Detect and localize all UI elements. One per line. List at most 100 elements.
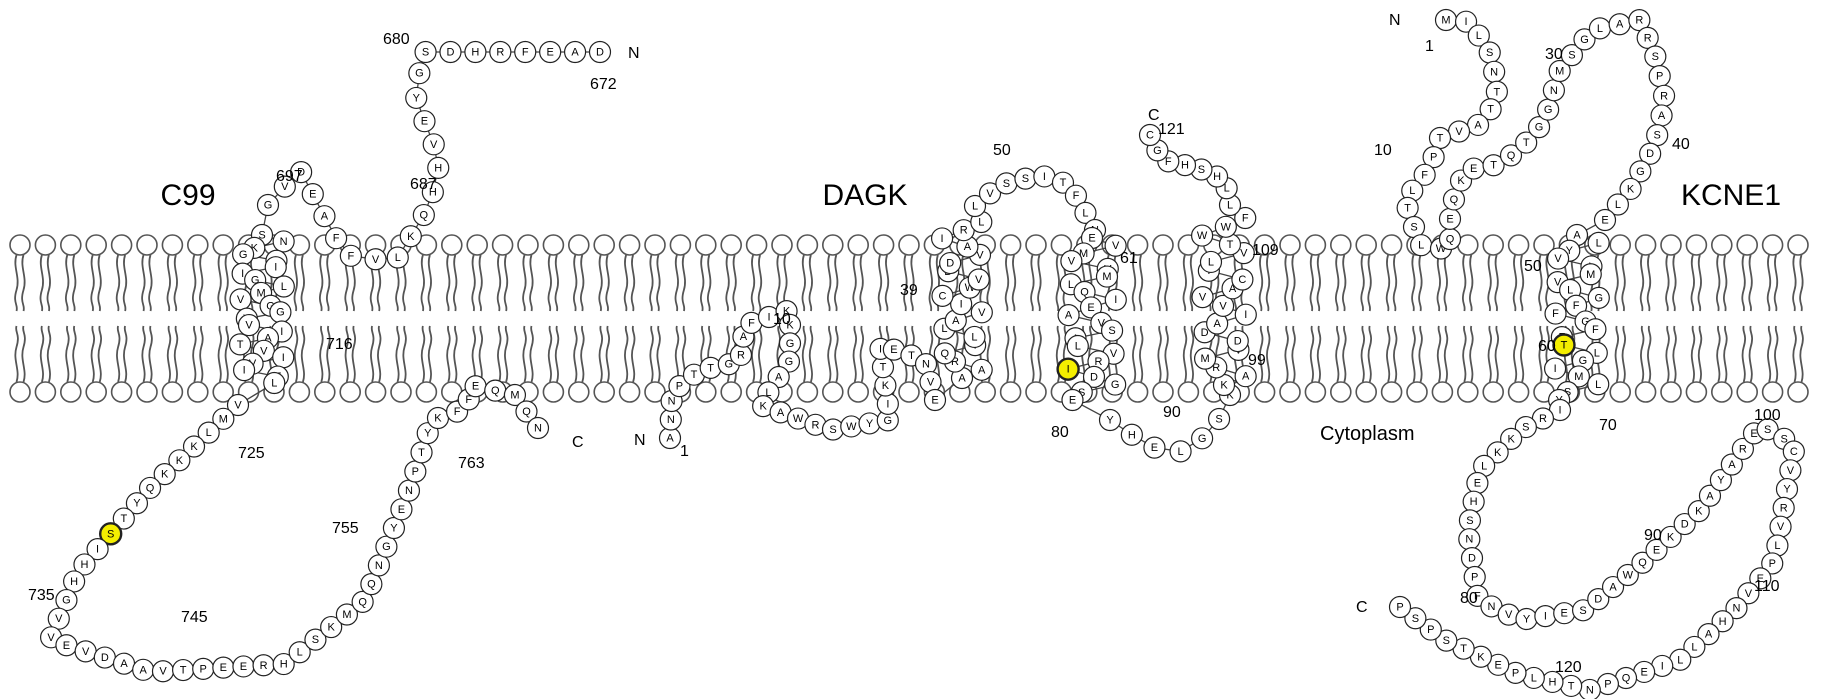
residue-letter: N	[405, 485, 413, 497]
lipid-tail-lower	[834, 325, 839, 383]
residue-letter: A	[952, 315, 960, 327]
residue-circle	[978, 182, 1002, 205]
residue-letter: I	[243, 365, 246, 377]
residue-letter: L	[1615, 199, 1621, 211]
residue-letter: I	[886, 398, 889, 410]
residue-letter: I	[1244, 309, 1247, 321]
residue-letter: H	[70, 576, 78, 588]
residue-letter: V	[1240, 248, 1248, 260]
lipid-tail-lower	[656, 325, 661, 383]
residue-letter: H	[1719, 616, 1727, 628]
lipid-tail-upper	[826, 254, 832, 312]
lipid-tail-lower	[1360, 325, 1366, 383]
lipid-tail-lower	[427, 325, 433, 383]
lipid-tail-lower	[522, 325, 527, 383]
residue-circle	[1435, 629, 1458, 652]
residue-letter: T	[1487, 104, 1494, 116]
residue-letter: V	[1777, 521, 1785, 533]
lipid-tail-upper	[852, 254, 857, 312]
residue-circle	[931, 284, 954, 307]
lipid-tail-upper	[148, 254, 153, 312]
lipid-tail-lower	[1393, 325, 1398, 383]
residue-letter: F	[347, 250, 354, 262]
lipid-head-upper	[1355, 234, 1377, 256]
residue-circle	[1631, 551, 1654, 574]
lipid-tail-lower	[1748, 325, 1754, 383]
lipid-tail-lower	[293, 325, 299, 383]
residue-circle	[588, 40, 612, 64]
lipid-tail-upper	[1334, 254, 1340, 312]
residue-circle	[514, 40, 537, 64]
c99-chain: DAEFRHDSGYEVHHQKLVFFAEDVGSNKGAIIGLMVGGVV…	[40, 40, 612, 683]
residue-letter: F	[1165, 156, 1172, 168]
lipid-head-lower	[1761, 381, 1784, 403]
lipid-tail-upper	[630, 254, 636, 312]
residue-circle	[1544, 302, 1567, 325]
lipid-tail-lower	[1741, 325, 1747, 383]
residue-letter: R	[1212, 362, 1220, 374]
residue-letter: A	[140, 664, 148, 676]
lipid-tail-upper	[39, 254, 44, 312]
lipid-tail-upper	[554, 254, 559, 312]
residue-circle	[63, 570, 86, 593]
residue-circle	[503, 383, 527, 407]
lipid-head-upper	[1711, 234, 1733, 256]
residue-circle	[1571, 599, 1595, 622]
terminal-label: N	[1389, 12, 1401, 29]
lipid-tail-lower	[1259, 325, 1264, 383]
residue-circle	[1587, 373, 1610, 396]
lipid-tail-upper	[674, 254, 679, 312]
residue-letter: G	[415, 68, 424, 80]
lipid-tail-upper	[1030, 254, 1035, 312]
residue-letter: H	[1470, 496, 1478, 508]
lipid-tail-upper	[300, 254, 305, 312]
lipid-tail-upper	[910, 254, 915, 312]
residue-letter: A	[120, 658, 128, 670]
residue-letter: I	[274, 262, 277, 274]
lipid-tail-upper	[1291, 254, 1296, 312]
residue-letter: P	[1396, 602, 1403, 614]
residue-circle	[182, 435, 206, 458]
residue-circle	[86, 538, 109, 561]
residue-letter: I	[1661, 660, 1664, 672]
residue-letter: E	[931, 395, 938, 407]
residue-letter: M	[256, 287, 265, 299]
residue-letter: T	[1568, 680, 1575, 692]
lipid-tail-lower	[1335, 325, 1340, 383]
residue-circle	[422, 133, 445, 156]
residue-circle	[351, 590, 374, 613]
lipid-head-upper	[669, 234, 692, 256]
dagk-number-99: 99	[1248, 352, 1266, 369]
residue-circle	[1074, 201, 1097, 224]
lipid-tail-upper	[808, 254, 813, 312]
lipid-tail-lower	[624, 325, 629, 383]
lipid-tail-lower	[370, 325, 375, 383]
lipid-tail-lower	[1614, 325, 1620, 383]
residue-letter: W	[793, 413, 804, 425]
residue-circle	[1629, 160, 1652, 183]
residue-letter: V	[1554, 253, 1562, 265]
residue-letter: L	[1227, 200, 1233, 212]
lipid-head-upper	[440, 234, 463, 256]
lipid-tail-lower	[758, 325, 763, 383]
lipid-tail-upper	[46, 254, 51, 312]
residue-letter: W	[965, 282, 976, 294]
residue-circle	[1104, 288, 1127, 311]
lipid-tail-lower	[674, 325, 680, 383]
residue-circle	[563, 40, 587, 64]
lipid-head-upper	[1152, 234, 1174, 256]
residue-letter: G	[1580, 34, 1589, 46]
highlighted-residue	[99, 522, 123, 546]
lipid-tail-upper	[623, 254, 629, 312]
lipid-head-upper	[1533, 234, 1555, 256]
residue-circle	[1064, 184, 1088, 207]
residue-letter: D	[447, 47, 455, 59]
residue-letter: V	[1745, 588, 1753, 600]
lipid-head-upper	[999, 234, 1022, 256]
residue-letter: N	[922, 359, 930, 371]
residue-circle	[1698, 484, 1722, 507]
residue-circle	[1388, 595, 1412, 619]
residue-letter: P	[676, 381, 683, 393]
residue-circle	[427, 156, 450, 179]
lipid-tail-upper	[198, 254, 204, 312]
